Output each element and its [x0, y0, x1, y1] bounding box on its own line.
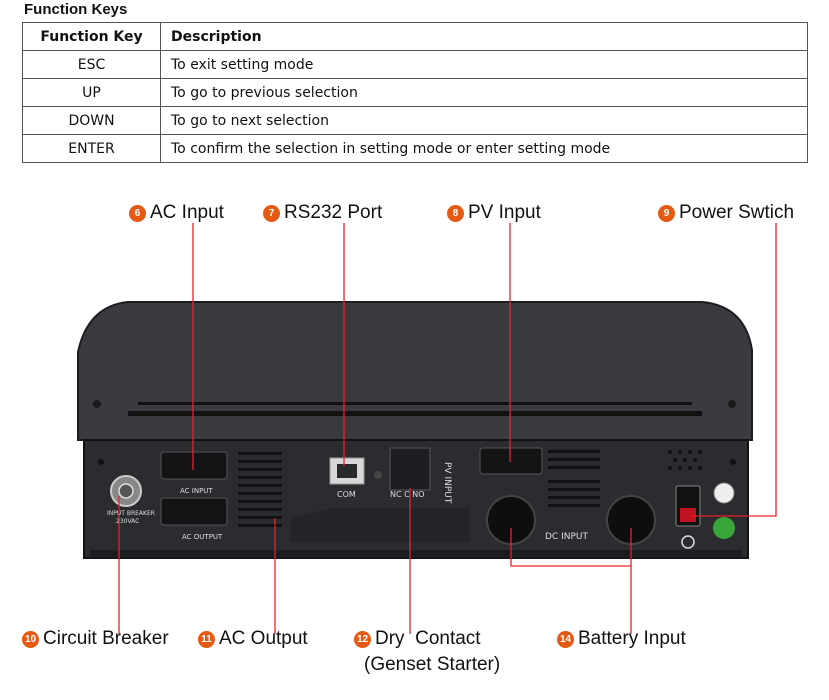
callout-power-switch: 9 Power Swtich: [658, 202, 794, 224]
callout-sublabel: (Genset Starter): [364, 654, 501, 675]
ac-input-silk-label: AC INPUT: [180, 487, 213, 495]
column-header: Description: [160, 22, 808, 51]
screw-icon: [374, 471, 382, 479]
panel-vents-right: [668, 450, 702, 470]
leader-lines: [118, 223, 777, 634]
callout-rs232-port: 7 RS232 Port: [263, 202, 382, 224]
callout-label: AC Input: [150, 202, 224, 223]
callout-battery-input: 14 Battery Input: [557, 628, 686, 650]
callout-number-badge: 7: [263, 204, 280, 222]
table-row: ENTER To confirm the selection in settin…: [22, 134, 808, 163]
com-silk-label: COM: [337, 490, 356, 499]
dry-contact-silk-label: NC C NO: [390, 490, 425, 499]
screw-icon: [730, 459, 736, 465]
rear-panel-diagram: AC INPUT AC OUTPUT COM NC C NO PV INPUT …: [0, 190, 829, 700]
breaker-silk-label: INPUT BREAKER: [107, 510, 155, 517]
callout-pv-input: 8 PV Input: [447, 202, 541, 224]
key-cell: DOWN: [22, 106, 161, 135]
function-keys-table: Function Key Description ESC To exit set…: [22, 22, 808, 163]
breaker-rating-silk-label: 230VAC: [116, 518, 140, 525]
callout-label: PV Input: [468, 202, 541, 223]
dc-input-silk-label: DC INPUT: [545, 532, 588, 542]
inverter-rear-panel-illustration: [77, 223, 777, 634]
section-title: Function Keys: [24, 1, 128, 18]
callout-number-badge: 6: [129, 204, 146, 222]
table-header-row: Function Key Description: [22, 22, 808, 51]
power-icon: [681, 535, 695, 549]
panel-vents-left: [238, 452, 282, 527]
callout-ac-output: 11 AC Output: [198, 628, 308, 650]
screw-icon: [728, 400, 736, 408]
callout-number-badge: 9: [658, 204, 675, 222]
callout-number-badge: 14: [557, 630, 574, 648]
callout-number-badge: 8: [447, 204, 464, 222]
callout-label: RS232 Port: [284, 202, 383, 223]
callout-ac-input: 6 AC Input: [129, 202, 224, 224]
description-cell: To go to next selection: [160, 106, 808, 135]
callout-number-badge: 12: [354, 630, 371, 648]
pv-input-socket: [479, 447, 543, 475]
description-cell: To confirm the selection in setting mode…: [160, 134, 808, 163]
ac-output-socket: [160, 497, 228, 526]
panel-bottom-edge: [90, 550, 742, 558]
screw-icon: [98, 459, 104, 465]
ac-output-silk-label: AC OUTPUT: [182, 533, 223, 541]
dry-contact-terminal: [389, 447, 431, 491]
table-row: DOWN To go to next selection: [22, 106, 808, 135]
callout-number-badge: 10: [22, 630, 39, 648]
table-row: ESC To exit setting mode: [22, 50, 808, 79]
callout-label: Circuit Breaker: [43, 628, 169, 649]
column-header: Function Key: [22, 22, 161, 51]
device-cover: [77, 301, 753, 441]
callout-dry-contact: 12 Dry Contact: [354, 628, 481, 650]
callout-number-badge: 11: [198, 630, 215, 648]
callout-label: AC Output: [219, 628, 308, 649]
panel-vents-mid: [548, 450, 600, 507]
table-row: UP To go to previous selection: [22, 78, 808, 107]
certification-sticker: [713, 482, 735, 504]
key-cell: ESC: [22, 50, 161, 79]
callout-label: Dry Contact: [375, 628, 481, 649]
description-cell: To go to previous selection: [160, 78, 808, 107]
cover-vents: [128, 402, 702, 416]
callout-label: Power Swtich: [679, 202, 795, 223]
screw-icon: [93, 400, 101, 408]
green-sticker: [713, 517, 735, 539]
description-cell: To exit setting mode: [160, 50, 808, 79]
key-cell: UP: [22, 78, 161, 107]
key-cell: ENTER: [22, 134, 161, 163]
ac-input-socket: [160, 451, 228, 480]
callout-circuit-breaker: 10 Circuit Breaker: [22, 628, 169, 650]
callout-label: Battery Input: [578, 628, 686, 649]
pv-input-silk-label: PV INPUT: [442, 462, 452, 504]
